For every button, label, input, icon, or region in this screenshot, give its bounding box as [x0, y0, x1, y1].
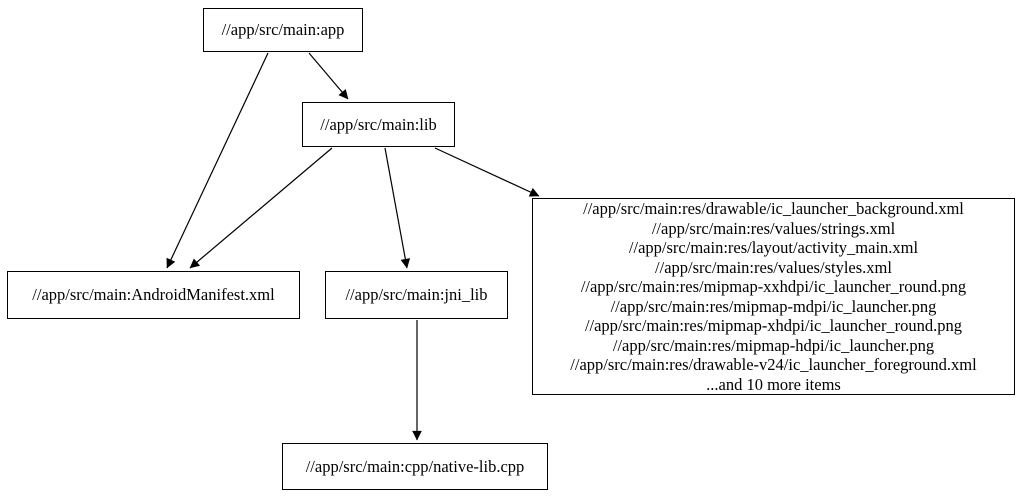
graph-node-jni-lib: //app/src/main:jni_lib — [325, 271, 508, 319]
node-label-line: //app/src/main:res/mipmap-hdpi/ic_launch… — [612, 335, 935, 355]
node-label-line: //app/src/main:res/layout/activity_main.… — [628, 238, 919, 257]
edge-lib-to-res-files — [434, 147, 540, 197]
node-label-line: //app/src/main:AndroidManifest.xml — [32, 285, 275, 305]
edge-app-to-lib — [308, 52, 349, 100]
edge-lib-to-jni-lib — [384, 147, 411, 269]
graph-node-lib: //app/src/main:lib — [302, 102, 455, 147]
node-label-line: //app/src/main:cpp/native-lib.cpp — [305, 456, 525, 476]
graph-node-native-lib-cpp: //app/src/main:cpp/native-lib.cpp — [282, 443, 548, 490]
node-label-line: //app/src/main:res/mipmap-mdpi/ic_launch… — [610, 296, 937, 316]
graph-node-res-files: //app/src/main:res/drawable/ic_launcher_… — [532, 198, 1015, 395]
node-label-line: //app/src/main:res/drawable/ic_launcher_… — [583, 199, 964, 218]
node-label-line: //app/src/main:app — [221, 20, 345, 40]
graph-node-android-manifest: //app/src/main:AndroidManifest.xml — [7, 271, 300, 319]
edge-lib-to-android-manifest — [189, 147, 333, 269]
node-label-line: //app/src/main:res/values/strings.xml — [651, 218, 896, 238]
node-label-line: //app/src/main:res/mipmap-xxhdpi/ic_laun… — [580, 277, 967, 296]
edge-app-to-android-manifest — [166, 52, 269, 269]
node-label-line: //app/src/main:res/drawable-v24/ic_launc… — [570, 355, 977, 374]
node-label-line: //app/src/main:jni_lib — [345, 285, 488, 305]
node-label-line: //app/src/main:lib — [320, 114, 437, 134]
graph-node-app: //app/src/main:app — [203, 8, 363, 52]
node-label-line: //app/src/main:res/values/styles.xml — [655, 257, 892, 277]
node-label-line: ...and 10 more items — [706, 374, 841, 394]
node-label-line: //app/src/main:res/mipmap-xhdpi/ic_launc… — [584, 316, 963, 335]
